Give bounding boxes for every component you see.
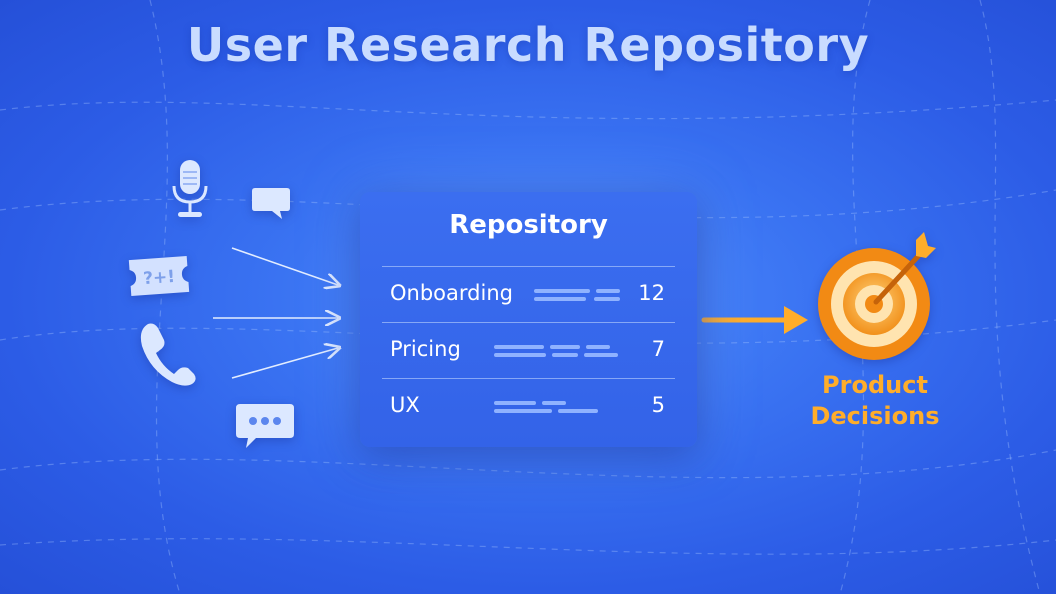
message-dots-icon [236,404,294,448]
row-label: UX [390,393,420,417]
row-bars [494,343,624,363]
decision-label-line1: Product [822,371,928,399]
row-bars [534,287,634,307]
chat-bubble-icon [252,188,290,219]
row-count: 5 [651,393,665,417]
phone-icon [140,323,196,386]
row-count: 12 [638,281,665,305]
row-label: Pricing [390,337,461,361]
svg-text:?+!: ?+! [143,267,176,289]
repository-title: Repository [449,210,608,240]
decision-label-line2: Decisions [810,402,940,430]
input-arrow-bottom [231,348,338,379]
row-bars [494,399,604,419]
repository-row-ux: UX 5 [382,378,675,435]
output-arrow [701,306,808,334]
row-count: 7 [651,337,665,361]
product-decisions-label: Product Decisions [790,370,960,432]
page-title: User Research Repository [186,18,870,72]
ticket-icon: ?+! [128,256,190,296]
repository-row-onboarding: Onboarding 12 [382,266,675,323]
target-icon [818,232,936,360]
row-label: Onboarding [390,281,513,305]
input-arrow-top [231,247,338,285]
repository-row-pricing: Pricing 7 [382,322,675,379]
repository-panel: Repository Onboarding 12 Pricing 7 UX [360,192,697,447]
microphone-icon [172,160,208,217]
